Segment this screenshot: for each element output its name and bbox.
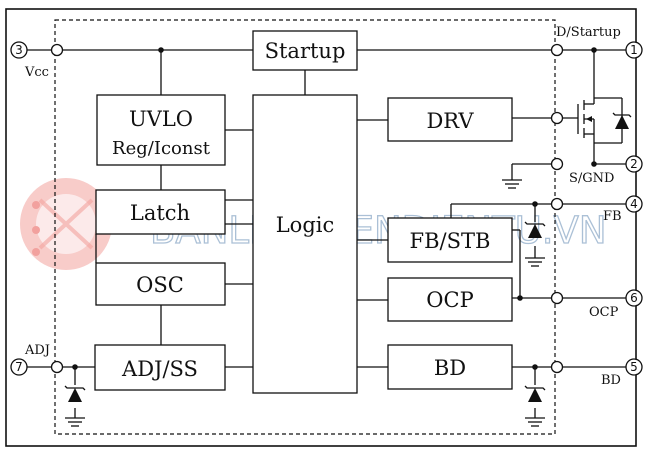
block-drv: DRV xyxy=(387,97,513,142)
zener-bd-icon xyxy=(524,385,546,402)
svg-text:ADJ/SS: ADJ/SS xyxy=(121,357,198,381)
svg-text:BD: BD xyxy=(601,373,621,388)
block-startup: Startup xyxy=(252,30,358,71)
svg-text:Logic: Logic xyxy=(276,213,335,237)
block-logic: Logic xyxy=(252,94,358,394)
svg-text:Vcc: Vcc xyxy=(24,65,49,80)
boundary-terminals xyxy=(50,43,564,374)
svg-text:4: 4 xyxy=(630,197,638,211)
block-ocp: OCP xyxy=(387,277,513,322)
svg-text:6: 6 xyxy=(630,291,638,305)
svg-text:OCP: OCP xyxy=(426,288,473,312)
outer-frame xyxy=(5,8,637,447)
pin-7: 7 ADJ xyxy=(10,343,50,376)
svg-text:3: 3 xyxy=(15,43,23,57)
svg-text:2: 2 xyxy=(630,157,638,171)
pin-4: 4 FB xyxy=(603,195,643,224)
block-osc: OSC xyxy=(95,262,226,306)
mosfet-icon xyxy=(577,97,632,144)
pin-3: 3 Vcc xyxy=(10,41,49,80)
block-adjss: ADJ/SS xyxy=(94,344,226,391)
svg-text:D/Startup: D/Startup xyxy=(556,25,621,40)
ic-boundary xyxy=(54,19,556,435)
svg-text:Latch: Latch xyxy=(130,201,190,225)
block-bd: BD xyxy=(387,344,513,390)
pin-2: 2 S/GND xyxy=(569,155,643,186)
block-latch: Latch xyxy=(95,189,226,235)
svg-text:Reg/Iconst: Reg/Iconst xyxy=(112,138,211,159)
svg-text:ADJ: ADJ xyxy=(24,343,50,358)
svg-text:1: 1 xyxy=(630,43,638,57)
svg-text:7: 7 xyxy=(15,360,23,374)
svg-text:FB: FB xyxy=(603,209,622,224)
ground-icon xyxy=(502,179,522,189)
block-fbstb: FB/STB xyxy=(387,217,513,263)
pin-6: 6 OCP xyxy=(589,289,643,320)
svg-text:BD: BD xyxy=(434,356,466,380)
zener-adj-icon xyxy=(64,385,86,402)
watermark-text: BANLINHKIENDIENTU.VN xyxy=(150,209,607,252)
svg-text:S/GND: S/GND xyxy=(569,171,614,186)
ground-icon xyxy=(525,417,545,427)
junction-dots xyxy=(72,47,597,370)
block-uvlo: UVLO Reg/Iconst xyxy=(96,94,226,166)
svg-text:FB/STB: FB/STB xyxy=(410,229,491,253)
ground-icon xyxy=(525,257,545,267)
svg-text:DRV: DRV xyxy=(426,109,474,133)
svg-text:OSC: OSC xyxy=(136,273,184,297)
svg-text:5: 5 xyxy=(630,360,638,374)
pin-1: 1 D/Startup xyxy=(556,25,643,59)
ground-icon xyxy=(65,417,85,427)
svg-text:UVLO: UVLO xyxy=(129,107,193,131)
svg-text:Startup: Startup xyxy=(265,39,346,63)
zener-fb-icon xyxy=(524,221,546,238)
svg-text:OCP: OCP xyxy=(589,305,619,320)
watermark-logo xyxy=(20,178,112,270)
pin-5: 5 BD xyxy=(601,358,643,388)
